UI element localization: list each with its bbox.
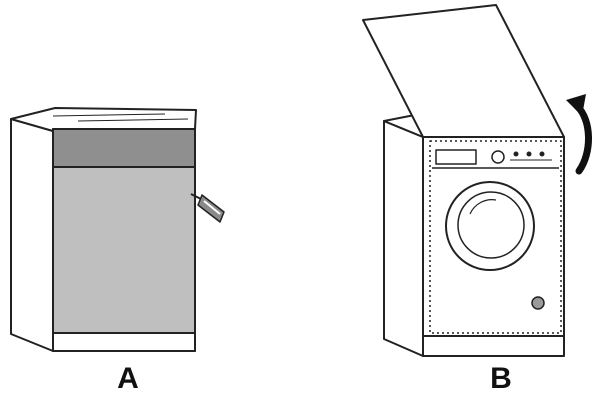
cabinet-a-panel [52,166,196,334]
panel-label-b: B [490,362,512,395]
detergent-drawer [435,149,477,165]
lifted-top-panel [362,4,565,138]
control-button-icon [526,151,532,157]
screwdriver-icon [190,193,225,223]
washer-door-highlight [469,199,497,215]
control-button-icon [539,151,545,157]
panel-a-illustration [10,107,197,352]
cabinet-a-top-detail [77,118,189,122]
cabinet-a-plinth [52,332,196,352]
panel-label-a: A [117,362,139,395]
lift-arrow-icon [566,94,592,175]
drain-filter-icon [531,296,545,310]
panel-b-illustration [362,4,565,357]
washer-door-glass [457,191,525,259]
control-button-icon [513,151,519,157]
cabinet-a-side [10,118,54,352]
cabinet-a-top-detail [52,113,166,117]
cabinet-b-side [383,120,424,357]
cabinet-a-top-strip [52,128,196,168]
panel-outline-dashed [429,140,562,334]
cabinet-a-top [10,107,197,132]
program-knob-icon [491,150,505,164]
